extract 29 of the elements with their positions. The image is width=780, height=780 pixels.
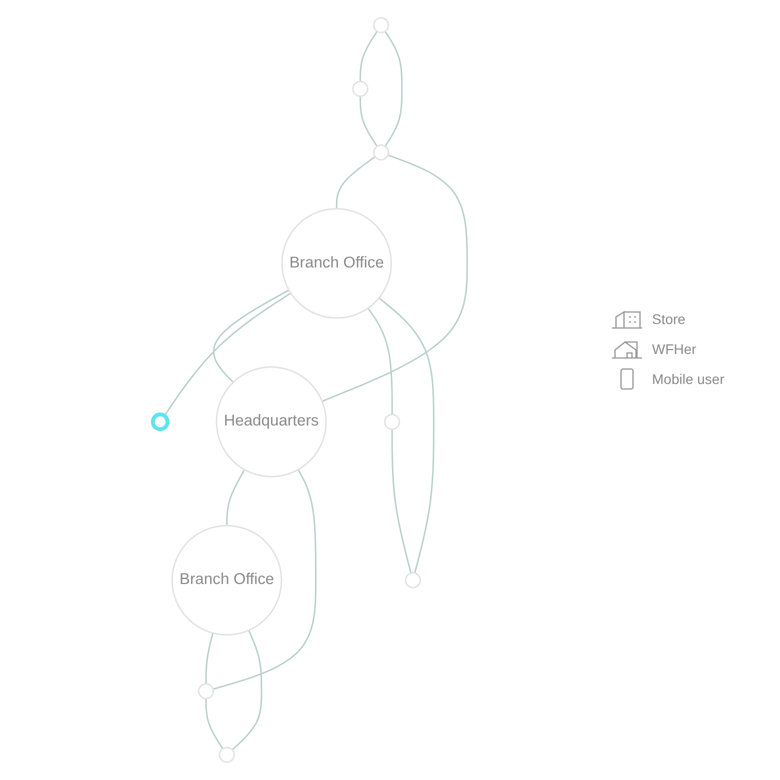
- connector: [336, 156, 376, 209]
- connector: [205, 698, 224, 750]
- legend-label: WFHer: [652, 341, 696, 357]
- connector: [360, 96, 378, 147]
- node-circle: [373, 17, 390, 34]
- connector: [391, 429, 412, 574]
- legend-label: Store: [652, 311, 686, 327]
- node-circle: [373, 144, 390, 161]
- connector: [322, 154, 468, 402]
- connector: [378, 297, 434, 574]
- connector: [213, 289, 290, 383]
- connector: [226, 469, 246, 526]
- connector: [384, 30, 403, 147]
- connector: [360, 30, 378, 82]
- connector: [205, 632, 214, 684]
- connector: [212, 469, 316, 690]
- node-circle: Branch Office: [171, 524, 282, 636]
- node-circle: [352, 80, 368, 97]
- node-circle: Branch Office: [281, 208, 392, 319]
- connector: [232, 630, 262, 750]
- node-circle: Headquarters: [216, 366, 327, 478]
- connector: [164, 292, 292, 416]
- node-circle: [384, 414, 400, 430]
- node-circle: [150, 412, 170, 432]
- connector: [367, 308, 393, 414]
- node-circle: [198, 683, 214, 700]
- legend-label: Mobile user: [652, 371, 724, 387]
- node-circle: [218, 746, 235, 763]
- node-circle: [404, 572, 421, 588]
